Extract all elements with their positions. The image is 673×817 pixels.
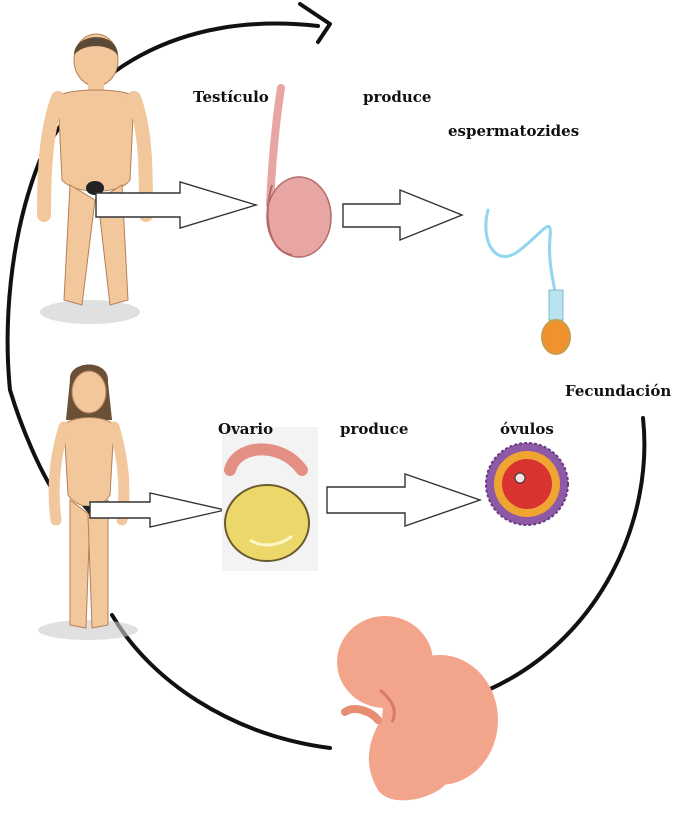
arrow-ovary-to-ovum	[327, 474, 480, 526]
label-fertilization: Fecundación	[565, 382, 671, 400]
label-ova: óvulos	[500, 420, 554, 438]
label-testicle: Testículo	[193, 88, 269, 106]
arrow-testicle-to-sperm	[343, 190, 462, 240]
sperm-illustration	[486, 210, 570, 354]
male-figure	[40, 34, 146, 324]
testicle-illustration	[267, 88, 331, 257]
label-produces-bottom: produce	[340, 420, 408, 438]
cycle-line-bottom	[112, 615, 330, 748]
ovary-illustration	[222, 427, 318, 571]
arrow-female-to-ovary	[90, 493, 225, 527]
ovum-illustration	[486, 443, 568, 525]
fetus-illustration	[337, 616, 498, 800]
label-ovary: Ovario	[218, 420, 273, 438]
label-produces-top: produce	[363, 88, 431, 106]
label-sperm: espermatozides	[448, 122, 579, 140]
